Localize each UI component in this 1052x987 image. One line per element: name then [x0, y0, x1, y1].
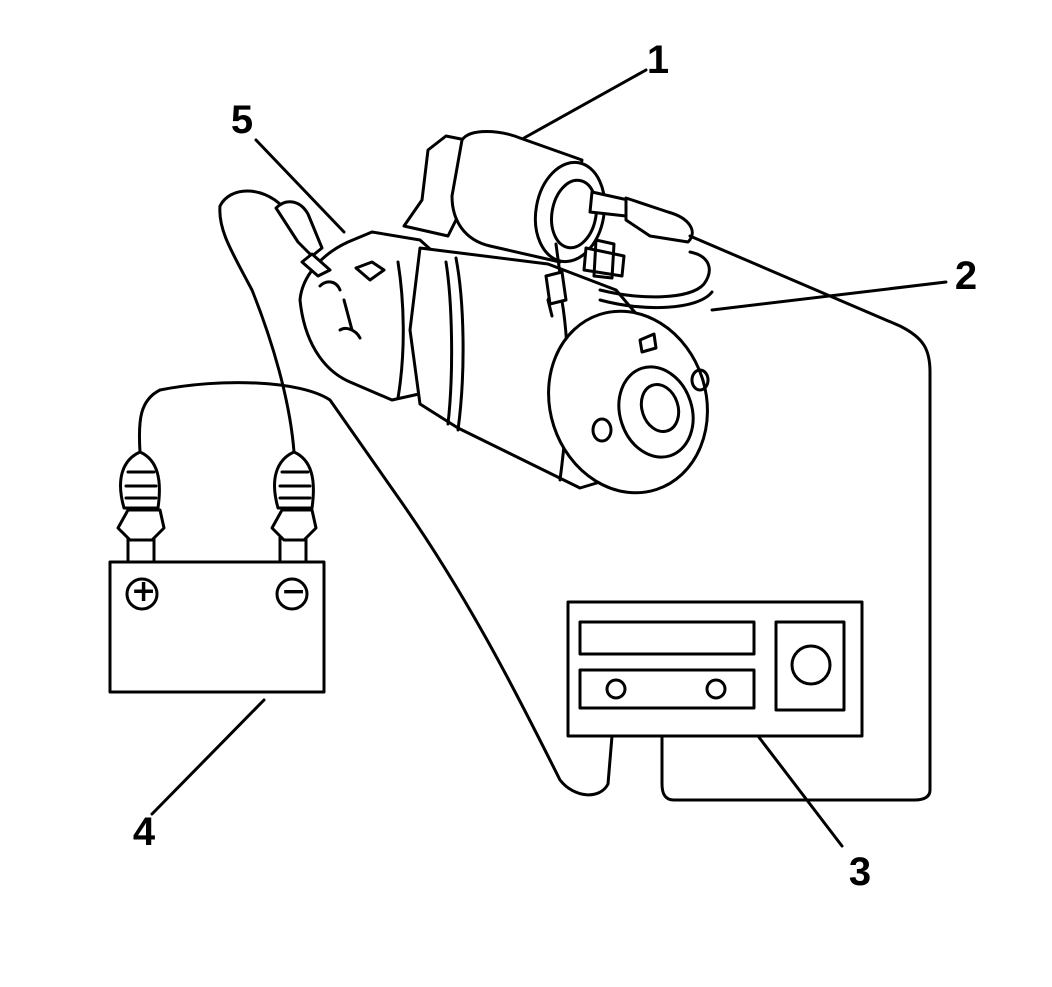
drive-housing-detail	[318, 280, 362, 340]
lower-terminal-stud	[582, 246, 626, 278]
lower-terminal-nut	[592, 238, 616, 280]
starter-motor	[298, 130, 714, 495]
callout-3: 3	[848, 850, 872, 894]
negative-clamp	[270, 450, 318, 542]
motor-band-3	[444, 260, 454, 426]
negative-symbol: −	[281, 574, 307, 609]
negative-clamp-grip	[273, 450, 315, 510]
leader-line-1	[522, 68, 648, 140]
upper-terminal-stud	[588, 190, 630, 218]
positive-symbol: +	[131, 574, 157, 609]
solenoid-cable-2	[598, 290, 714, 310]
tester-knob-left	[605, 678, 627, 700]
body-ground-clip-jaw	[300, 252, 332, 278]
callout-2: 2	[954, 254, 978, 298]
battery-case	[108, 560, 326, 694]
callout-1: 1	[646, 38, 670, 82]
positive-clamp	[116, 450, 166, 542]
leader-line-3	[756, 734, 844, 848]
leader-line-5	[254, 138, 346, 234]
motor-band-1	[396, 260, 405, 400]
battery	[108, 530, 326, 694]
tester-knob-right	[705, 678, 727, 700]
tester-gauge-frame	[774, 620, 846, 712]
motor-band-2	[454, 256, 465, 432]
positive-clamp-ribs	[124, 470, 158, 500]
negative-clamp-ribs	[278, 470, 312, 500]
field-strap-lug	[544, 270, 568, 306]
callout-5: 5	[230, 98, 254, 142]
end-cap-hub	[639, 383, 681, 433]
battery-negative-terminal	[275, 577, 309, 611]
leader-line-2	[710, 280, 948, 312]
solenoid-end-inner	[550, 178, 598, 250]
body-ground-clip	[274, 200, 324, 258]
positive-clamp-jaw	[116, 508, 166, 542]
callout-4: 4	[132, 810, 156, 854]
positive-lead-wire	[137, 381, 614, 797]
tester-unit	[566, 600, 864, 738]
end-cap-tab	[638, 332, 658, 354]
tester-control-panel	[578, 668, 756, 710]
tester-solenoid-lead	[660, 234, 932, 802]
solenoid-cable	[598, 250, 711, 299]
end-cap-bolt-2	[690, 368, 710, 392]
end-cap-outer	[547, 309, 709, 495]
negative-lead-wire	[218, 189, 296, 454]
tester-display	[578, 620, 756, 656]
upper-terminal-connector	[624, 196, 694, 244]
negative-clamp-jaw	[270, 508, 318, 542]
housing-boss	[354, 260, 386, 282]
tester-gauge	[790, 644, 832, 686]
end-cap-inner	[617, 365, 695, 459]
positive-clamp-grip	[119, 450, 161, 510]
leader-line-4	[150, 698, 266, 816]
battery-positive-terminal	[125, 577, 159, 611]
end-cap-bolt-1	[591, 417, 613, 443]
